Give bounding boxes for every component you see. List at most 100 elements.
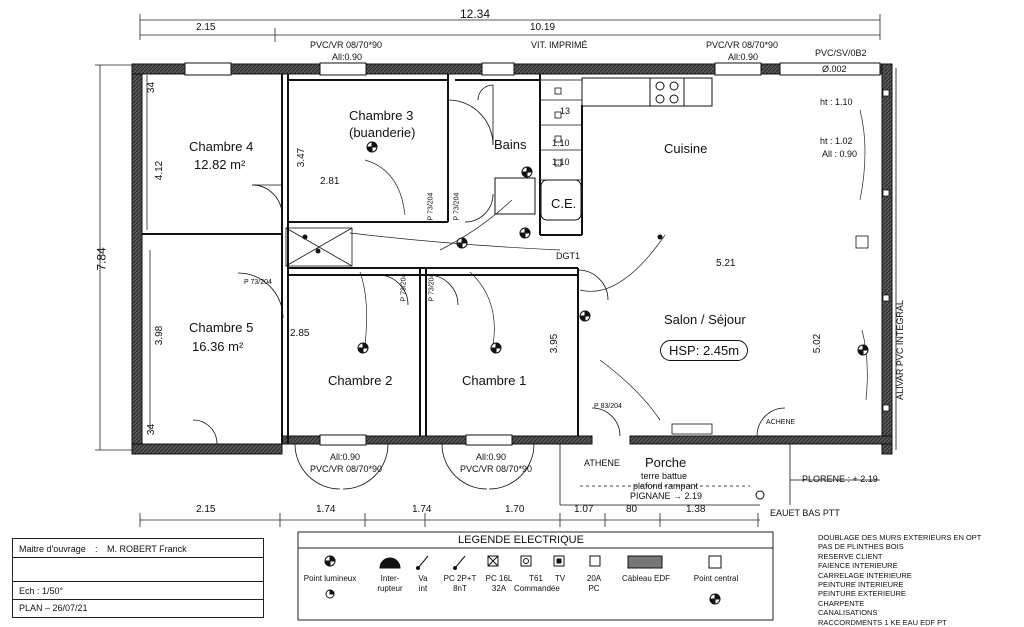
room-ch3-name: Chambre 3 (349, 108, 414, 123)
legend-symbols (324, 555, 722, 605)
dim-bottom-c2: 1.74 (316, 504, 336, 515)
owner-label: Maitre d'ouvrage (19, 544, 86, 554)
dim-ht102: ht : 1.02 (820, 136, 853, 146)
title-block: Maitre d'ouvrage : M. ROBERT Franck Ech … (12, 538, 264, 618)
door-label-2: P 73/204 (453, 192, 461, 221)
legend-title: LEGENDE ELECTRIQUE (458, 534, 584, 546)
legend-prise-20a: 20A PC (586, 574, 602, 593)
dim-bottom-c1: 1.74 (412, 504, 432, 515)
window-all-bot-left: All:0.90 (330, 452, 361, 462)
owner-name: M. ROBERT Franck (107, 544, 187, 554)
dim-total-width: 12.34 (460, 7, 491, 21)
note-line: CHARPENTE (818, 598, 865, 608)
dim-ch4-top: 34 (146, 81, 158, 94)
room-cuisine: Cuisine (664, 141, 708, 156)
window-all-top-left: All:0.90 (332, 52, 363, 62)
dim-bottom-138: 1.38 (686, 504, 706, 515)
door-swings (192, 84, 786, 490)
dim-bottom-left: 2.15 (196, 504, 216, 515)
window-label-top-left: PVC/VR 08/70*90 (310, 40, 383, 50)
athene-label: ATHENE (584, 458, 620, 468)
achene-label: ACHENE (766, 419, 796, 426)
room-ce: C.E. (551, 196, 577, 211)
exterior-walls (131, 63, 893, 455)
dim-right-width: 10.19 (530, 22, 556, 33)
room-ch1: Chambre 1 (462, 373, 527, 388)
legend-tableau-edf: Cäbleau EDF (621, 574, 671, 583)
hsp-label: HSP: 2.45m (660, 340, 749, 361)
note-line: PEINTURE INTERIEURE (818, 580, 904, 590)
room-salon: Salon / Séjour (664, 312, 746, 327)
dim-salon-h: 5.02 (812, 333, 824, 354)
window-label-pvc-sv: PVC/SV/0B2 (815, 48, 867, 58)
dimension-lines (95, 14, 881, 527)
room-ch5-name: Chambre 5 (189, 320, 254, 335)
note-line: RESERVE CLIENT (818, 551, 883, 561)
alivar-label: ALIVAR PVC INTEGRAL (894, 300, 905, 400)
plorene-label: PLORENE : + 2.19 (802, 474, 878, 484)
legend-va-et-vient: Va int (418, 574, 428, 593)
dim-corridor-w: 2.81 (320, 176, 340, 187)
plan-date: PLAN – 26/07/21 (19, 603, 88, 613)
dim-ch5-h: 3.98 (154, 325, 166, 346)
dim-height: 7.84 (94, 247, 109, 271)
dim-bottom-107: 1.07 (574, 504, 594, 515)
door-label-1: P 73/204 (427, 192, 435, 221)
note-line: CANALISATIONS (818, 608, 878, 618)
eauet-label: EAUET BAS PTT (770, 508, 840, 518)
legend-point-lumineux: Point lumineux (303, 574, 357, 583)
electrical-points (302, 141, 869, 500)
note-line: DOUBLAGE DES MURS EXTERIEURS EN OPT (818, 533, 982, 542)
room-ch4-area: 12.82 m² (194, 157, 246, 172)
dim-bath-110a: 1.10 (552, 138, 570, 148)
porch-outline (559, 444, 880, 506)
electrical-wiring (349, 109, 868, 421)
bath-fixtures (494, 177, 582, 221)
legend-prise-32a: PC 16L 32A (485, 574, 513, 593)
scale-label: Ech : 1/50° (19, 586, 64, 596)
porche-ceiling: plafond rampant (633, 481, 699, 491)
note-line: FAIENCE INTERIEURE (818, 561, 898, 571)
window-all-top-right: All:0.90 (728, 52, 759, 62)
note-line: PAS DE PLINTHES BOIS (818, 542, 904, 552)
room-ch3-sub: (buanderie) (349, 125, 416, 140)
socket-marks (554, 87, 890, 435)
window-label-top-center: VIT. IMPRIMÉ (531, 40, 588, 50)
dim-ch3-h: 3.47 (296, 147, 308, 168)
room-bains: Bains (494, 137, 527, 152)
dim-ch4-h: 4.12 (154, 160, 166, 181)
closets (285, 79, 583, 267)
dim-all090: All : 0.90 (822, 149, 858, 159)
dim-ch2-h: 2.85 (290, 328, 310, 339)
room-ch4-name: Chambre 4 (189, 139, 254, 154)
door-label-4: P 73/204 (428, 273, 436, 302)
legend-tv: TV (554, 574, 566, 583)
window-label-top-right: PVC/VR 08/70*90 (706, 40, 779, 50)
owner-sep: : (95, 544, 98, 554)
dim-left-width: 2.15 (196, 22, 216, 33)
dim-ch1-h: 3.95 (549, 333, 561, 354)
dim-salon-w: 5.21 (716, 258, 736, 269)
dim-ht110: ht : 1.10 (820, 97, 853, 107)
window-label-bot-right: PVC/VR 08/70*90 (460, 464, 533, 474)
room-ch2: Chambre 2 (328, 373, 393, 388)
legend-point-central: Point central (693, 574, 739, 583)
door-label-3: P 73/204 (400, 273, 408, 302)
legend-prise-commandee: T61 Commandée (514, 574, 560, 593)
legend-interrupteur: Inter- rupteur (377, 574, 403, 593)
room-ch5-area: 16.36 m² (192, 339, 244, 354)
dim-bath-13: 13 (560, 106, 571, 116)
legend-prise: PC 2P+T 8nT (443, 574, 477, 593)
room-porche: Porche (645, 455, 687, 470)
window-openings (184, 62, 881, 446)
window-label-bot-left: PVC/VR 08/70*90 (310, 464, 383, 474)
dgt1-label: DGT1 (556, 251, 581, 261)
dim-bath-110b: 1.10 (552, 157, 570, 167)
interior-walls (142, 74, 583, 444)
window-diameter: Ø.002 (822, 64, 847, 74)
note-line: CARRELAGE INTERIEURE (818, 570, 912, 580)
porche-floor: terre battue (641, 471, 688, 481)
note-line: RACCORDMENTS 1 KE EAU EDF PT (818, 617, 947, 627)
legend-frame (297, 531, 774, 621)
